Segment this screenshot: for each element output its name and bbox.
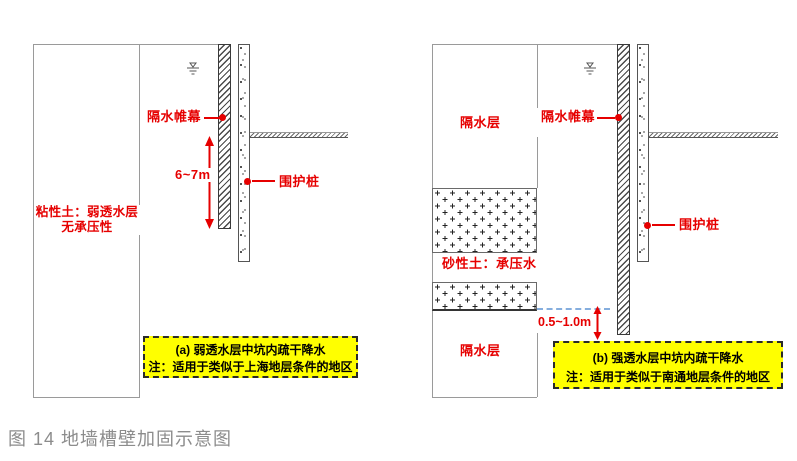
left-curtain-leader-line [204, 117, 220, 119]
left-soil-label-line2: 无承压性 [61, 220, 113, 234]
sand-pattern-icon [433, 283, 536, 309]
left-note-box: (a) 弱透水层中坑内疏干降水 注：适用于类似于上海地层条件的地区 [143, 336, 358, 378]
right-soil-bottom-border [432, 397, 537, 398]
right-trench-line-mid [537, 137, 538, 188]
left-ground-surface-line [33, 44, 218, 45]
right-curtain-leader-line [597, 117, 615, 119]
left-retaining-pile [238, 44, 250, 262]
left-soil-label-line1: 粘性土：弱透水层 [35, 205, 139, 219]
figure-caption: 图 14 地墙槽壁加固示意图 [8, 429, 233, 449]
left-dimension-label: 6~7m [174, 167, 212, 182]
right-curtain-dot [615, 114, 622, 121]
right-curtain-label: 隔水帷幕 [540, 109, 597, 124]
right-aquitard-bottom-label: 隔水层 [460, 343, 501, 358]
right-sand-label: 砂性土：承压水 [442, 256, 537, 271]
water-table-icon [584, 62, 596, 75]
right-note-title: (b) 强透水层中坑内疏干降水 [592, 351, 744, 365]
sand-pattern-icon [433, 189, 536, 252]
left-soil-left-border [33, 44, 34, 398]
right-drawdown-waterline [537, 308, 610, 310]
right-trench-line-upper [537, 44, 538, 108]
left-pile-leader-line [252, 180, 275, 182]
left-soil-label: 粘性土：弱透水层 无承压性 [34, 205, 140, 235]
right-water-curtain-wall [617, 44, 630, 335]
right-ground-surface-line [432, 44, 617, 45]
right-sand-band-upper [432, 188, 537, 253]
left-ground-slab [250, 132, 348, 138]
right-note-box: (b) 强透水层中坑内疏干降水 注：适用于类似于南通地层条件的地区 [553, 341, 783, 389]
right-retaining-pile [637, 44, 649, 262]
left-soil-bottom-border [33, 397, 140, 398]
right-ground-slab [649, 132, 778, 138]
right-pile-dot [644, 222, 651, 229]
left-curtain-dot [219, 114, 226, 121]
right-trench-line-lower [537, 333, 538, 397]
right-pile-label: 围护桩 [679, 217, 720, 232]
water-table-icon [187, 62, 199, 75]
right-pile-leader-line [652, 224, 675, 226]
right-sand-band-lower [432, 282, 537, 311]
right-dimension-label: 0.5~1.0m [537, 315, 593, 329]
left-note-text: 注：适用于类似于上海地层条件的地区 [148, 360, 353, 374]
left-curtain-label: 隔水帷幕 [146, 109, 203, 124]
left-note-title: (a) 弱透水层中坑内疏干降水 [175, 343, 326, 357]
right-note-text: 注：适用于类似于南通地层条件的地区 [565, 370, 770, 384]
left-water-curtain-wall [218, 44, 231, 229]
left-pile-label: 围护桩 [279, 174, 320, 189]
right-aquitard-top-label: 隔水层 [460, 115, 501, 130]
left-dimension-arrow-icon [205, 136, 214, 229]
left-pile-dot [244, 178, 251, 185]
right-dimension-arrow-icon [593, 306, 602, 340]
